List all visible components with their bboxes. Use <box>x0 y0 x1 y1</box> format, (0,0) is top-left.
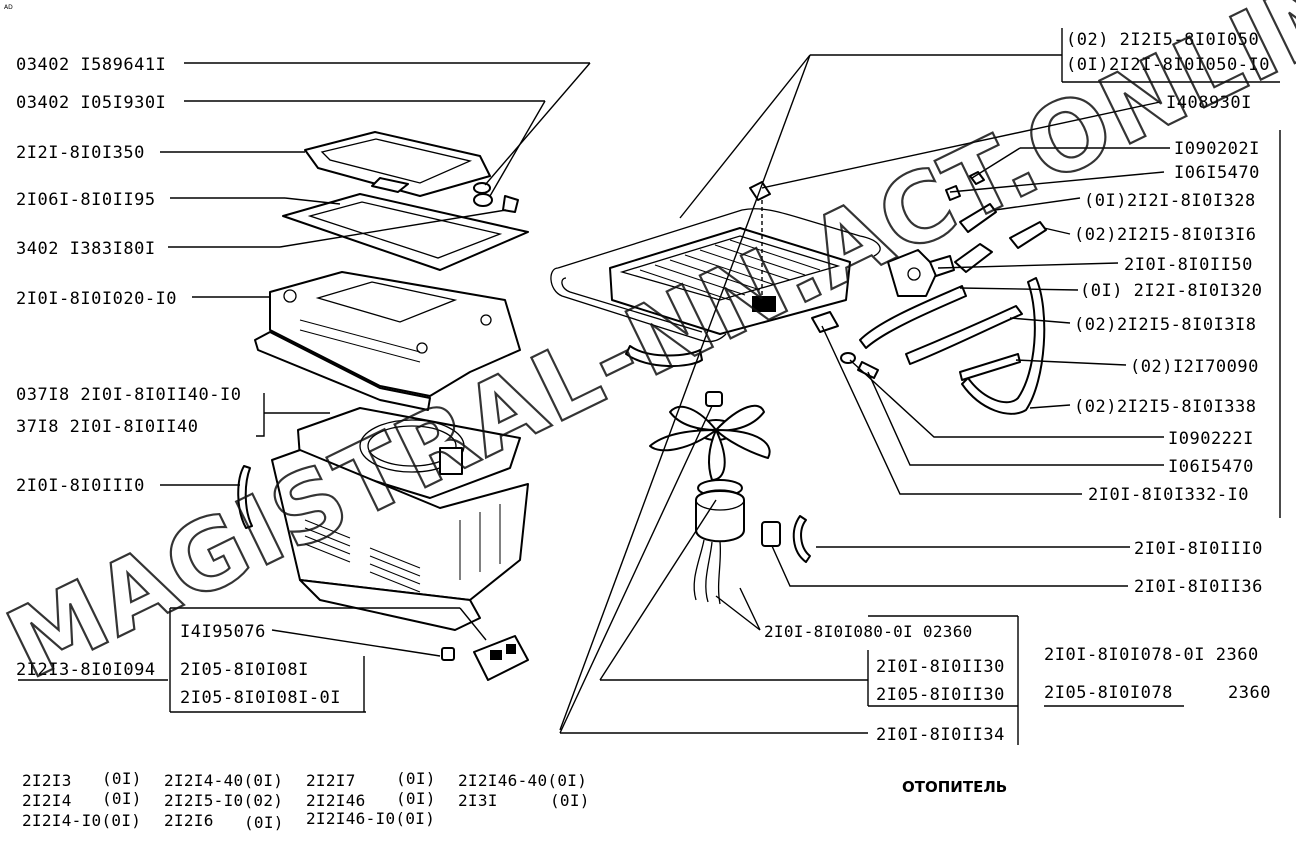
part-label: 2I06I-8I0II95 <box>16 190 156 210</box>
part-label: (02) 2I2I5-8I0I050 <box>1066 30 1259 50</box>
model-code: (0I) <box>396 789 436 808</box>
model-code: 2I2I5-I0(02) <box>164 791 283 810</box>
heater-valve <box>887 249 955 297</box>
part-label: 2I0I-8I0III0 <box>16 476 145 496</box>
part-label: 2I0I-8I0II36 <box>1134 577 1263 597</box>
model-code: 2I2I7 <box>306 771 356 790</box>
part-label: 2I0I-8I0II30 <box>876 657 1005 677</box>
part-label: 2I2I-8I0I350 <box>16 143 145 163</box>
screw <box>857 361 879 379</box>
model-code: (0I) <box>396 769 436 788</box>
part-label: 2360 <box>1228 683 1271 703</box>
part-label: 2I05-8I0I078 <box>1044 683 1173 703</box>
model-code: (0I) <box>244 813 284 832</box>
left-labels: 03402 I589641I 03402 I05I930I 2I2I-8I0I3… <box>16 55 341 708</box>
part-label: (0I)2I2I-8I0I328 <box>1084 191 1256 211</box>
model-code: 2I2I4 <box>22 791 72 810</box>
part-label: (02)2I2I5-8I0I3I6 <box>1074 225 1257 245</box>
watermark: MAGISTRAL-NN.ACT.ONLINE <box>0 0 1296 702</box>
part-label: (0I)2I2I-8I0I050-I0 <box>1066 55 1270 75</box>
part-label: 2I0I-8I0II50 <box>1124 255 1253 275</box>
part-label: 2I05-8I0II30 <box>876 685 1005 705</box>
spring-clip-right <box>792 515 811 563</box>
part-label: (0I) 2I2I-8I0I320 <box>1080 281 1263 301</box>
model-code: 2I2I46-I0(0I) <box>306 809 435 828</box>
lower-labels: 2I0I-8I0I080-0I 02360 2I0I-8I0II30 2I05-… <box>764 622 1271 745</box>
corner-mark: AD <box>4 4 13 11</box>
model-code: (0I) <box>102 789 142 808</box>
model-code: (0I) <box>102 769 142 788</box>
model-code: 2I2I46-40(0I) <box>458 771 587 790</box>
part-label: (02)2I2I5-8I0I338 <box>1074 397 1257 417</box>
nut-small <box>969 171 985 185</box>
resistor <box>761 521 781 547</box>
part-label: (02)2I2I5-8I0I3I8 <box>1074 315 1257 335</box>
seal-gasket <box>282 193 529 271</box>
heater-lower-housing <box>271 449 529 631</box>
part-label: I408930I <box>1166 93 1252 113</box>
part-label: 2I0I-8I0II34 <box>876 725 1005 745</box>
model-code: (0I) <box>550 791 590 810</box>
part-label: 2I0I-8I0I020-I0 <box>16 289 177 309</box>
nut-small-2 <box>945 185 961 201</box>
spring-clip <box>237 465 253 529</box>
bolt <box>959 353 1021 381</box>
part-label: I06I5470 <box>1168 457 1254 477</box>
part-label: I4I95076 <box>180 622 266 642</box>
switch-bushing <box>441 647 455 661</box>
part-label: 2I0I-8I0I078-0I 2360 <box>1044 645 1259 665</box>
part-label: 2I0I-8I0I080-0I 02360 <box>764 622 973 641</box>
heater-hoses <box>625 203 1047 415</box>
part-label: I090202I <box>1174 139 1260 159</box>
part-label: 2I2I3-8I0I094 <box>16 660 156 680</box>
model-code: 2I2I4-40(0I) <box>164 771 283 790</box>
part-label: 037I8 2I0I-8I0II40-I0 <box>16 385 241 405</box>
model-list: 2I2I3 (0I) 2I2I4-40(0I) 2I2I7 (0I) 2I2I4… <box>22 769 590 832</box>
washer <box>840 352 856 364</box>
fan-impeller <box>649 391 771 481</box>
model-code: 2I2I6 <box>164 811 214 830</box>
part-label: 37I8 2I0I-8I0II40 <box>16 417 199 437</box>
part-label: I090222I <box>1168 429 1254 449</box>
clamp <box>811 311 839 333</box>
part-label: 2I05-8I0I08I-0I <box>180 688 341 708</box>
model-code: 2I2I3 <box>22 771 72 790</box>
model-code: 2I2I46 <box>306 791 366 810</box>
part-label: 2I0I-8I0III0 <box>1134 539 1263 559</box>
model-code: 2I3I <box>458 791 498 810</box>
right-labels: (02) 2I2I5-8I0I050 (0I)2I2I-8I0I050-I0 I… <box>1066 30 1270 597</box>
diagram-title: ОТОПИТЕЛЬ <box>902 778 1007 796</box>
part-label: 03402 I589641I <box>16 55 166 75</box>
heater-cover <box>304 131 491 197</box>
part-label: I06I5470 <box>1174 163 1260 183</box>
fan-switch <box>473 635 529 681</box>
part-label: 3402 I383I80I <box>16 239 156 259</box>
model-code: 2I2I4-I0(0I) <box>22 811 141 830</box>
part-label: (02)I2I70090 <box>1130 357 1259 377</box>
heater-radiator <box>609 227 851 335</box>
part-label: 2I05-8I0I08I <box>180 660 309 680</box>
nut-washer <box>473 182 519 213</box>
heater-upper-housing <box>254 271 521 411</box>
fan-motor <box>693 479 745 605</box>
leader-lines <box>18 28 1281 745</box>
part-label: 03402 I05I930I <box>16 93 166 113</box>
part-label: 2I0I-8I0I332-I0 <box>1088 485 1249 505</box>
housing-grille <box>304 519 421 593</box>
